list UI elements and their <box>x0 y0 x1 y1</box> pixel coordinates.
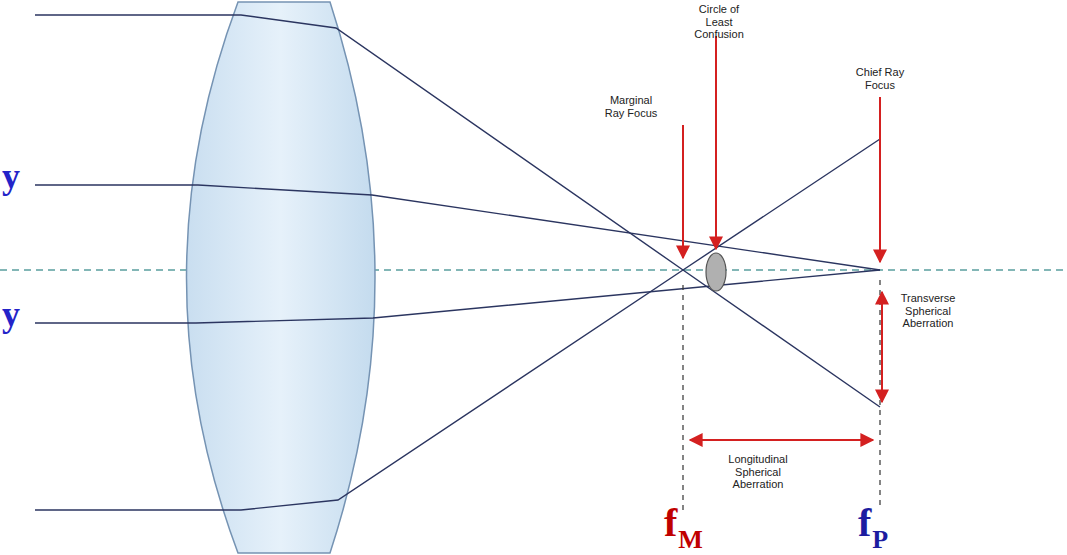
focus-symbol: f <box>664 503 677 543</box>
callout-label: Circle of Least Confusion <box>688 3 750 41</box>
rays <box>35 15 880 510</box>
callout-label: Chief Ray Focus <box>852 66 908 91</box>
guide-line <box>682 285 683 510</box>
pointer-arrow <box>715 36 717 249</box>
focus-guides <box>683 280 880 510</box>
ray-label: y <box>2 158 20 194</box>
paraxial-ray <box>35 185 880 270</box>
pointer-arrow <box>682 125 684 258</box>
dimension-label: Transverse Spherical Aberration <box>893 292 963 330</box>
focus-subscript: M <box>678 527 703 553</box>
marginal-ray <box>35 139 880 510</box>
ray-label: y <box>2 296 20 332</box>
focus-symbol: f <box>858 503 871 543</box>
least-confusion-circle <box>706 253 726 291</box>
callout-label: Marginal Ray Focus <box>600 94 662 119</box>
guide-line <box>879 280 880 510</box>
optical-axis <box>0 269 1067 271</box>
lens <box>187 2 376 553</box>
dimension-arrow <box>881 292 883 402</box>
marginal-ray <box>35 15 880 407</box>
dimension-label: Longitudinal Spherical Aberration <box>722 453 794 491</box>
paraxial-ray <box>35 270 880 323</box>
pointer-arrow <box>879 97 881 262</box>
dimension-arrow <box>690 439 873 441</box>
pointer-arrows <box>683 36 882 440</box>
focus-subscript: P <box>872 527 888 553</box>
